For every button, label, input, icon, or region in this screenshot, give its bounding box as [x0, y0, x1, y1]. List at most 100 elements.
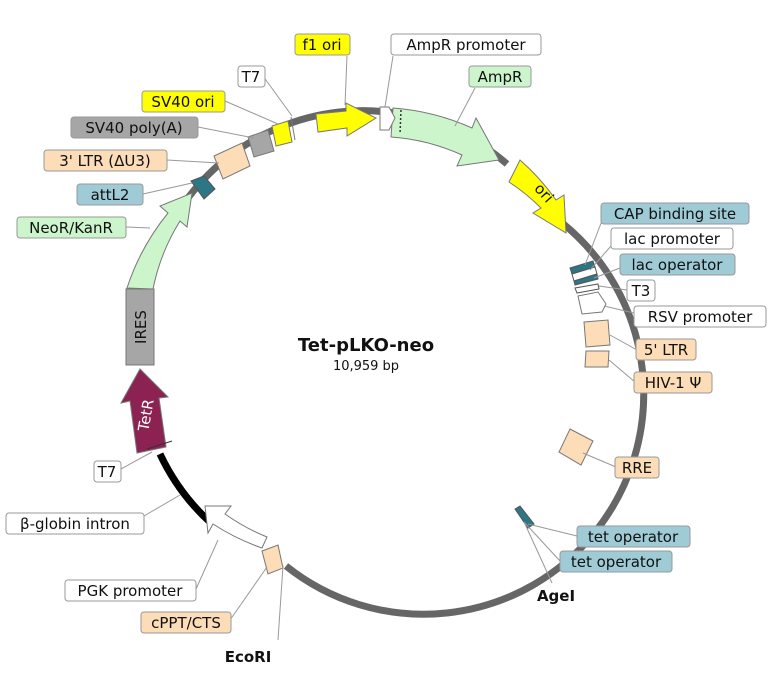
svg-text:T3: T3 — [631, 282, 651, 300]
label-lac-promoter[interactable]: lac promoter — [610, 227, 734, 250]
svg-text:tet operator: tet operator — [571, 553, 662, 571]
leader-ampr — [454, 87, 476, 127]
leader-ltr5 — [609, 334, 638, 351]
ltr5-box — [583, 319, 611, 348]
label-sv40-polya[interactable]: SV40 poly(A) — [70, 116, 199, 139]
ampr-arrow — [390, 107, 500, 167]
leader-attl2 — [142, 182, 193, 195]
plasmid-size: 10,959 bp — [333, 359, 399, 374]
leader-lac-promoter — [589, 245, 612, 271]
svg-text:CAP binding site: CAP binding site — [614, 205, 736, 223]
leader-agei — [524, 523, 553, 584]
svg-text:f1 ori: f1 ori — [302, 36, 341, 54]
label-rre[interactable]: RRE — [614, 456, 660, 479]
tetr-arrow — [120, 368, 170, 454]
f1-ori-arrow — [315, 102, 378, 137]
label-ampr-promoter[interactable]: AmpR promoter — [390, 33, 542, 56]
ampr-promoter-arrow — [379, 106, 396, 131]
svg-text:AgeI: AgeI — [537, 587, 575, 605]
rre-box — [558, 428, 594, 466]
svg-text:β-globin intron: β-globin intron — [20, 515, 130, 533]
leader-rsv-promoter — [603, 305, 635, 314]
leader-ltr3 — [166, 159, 220, 164]
svg-text:attL2: attL2 — [91, 186, 130, 204]
label-t7-left[interactable]: T7 — [93, 460, 122, 483]
label-attl2[interactable]: attL2 — [76, 183, 144, 206]
plasmid-title: Tet-pLKO-neo — [298, 335, 434, 356]
label-pgk-promoter[interactable]: PGK promoter — [64, 579, 197, 602]
leader-sv40-ori — [224, 100, 279, 125]
leader-beta-globin — [143, 494, 181, 517]
label-agei[interactable]: AgeI — [537, 587, 575, 605]
rsv-promoter-arrow — [577, 291, 607, 315]
leader-pgk — [195, 539, 219, 590]
tet-operator-marker — [514, 505, 535, 529]
label-cap-binding-site[interactable]: CAP binding site — [600, 202, 750, 225]
svg-text:NeoR/KanR: NeoR/KanR — [29, 219, 113, 237]
ltr3-box — [213, 142, 251, 180]
label-f1-ori[interactable]: f1 ori — [294, 33, 351, 56]
leader-ecori — [277, 565, 284, 641]
label-t7-top[interactable]: T7 — [237, 65, 266, 88]
svg-text:T7: T7 — [241, 68, 261, 86]
leader-lines — [120, 55, 638, 641]
label-lac-operator[interactable]: lac operator — [619, 253, 736, 276]
svg-text:EcoRI: EcoRI — [225, 648, 272, 666]
label-ltr5[interactable]: 5' LTR — [635, 338, 697, 361]
hiv1-psi-box — [584, 350, 610, 368]
label-cppt-cts[interactable]: cPPT/CTS — [140, 611, 232, 634]
svg-text:tet operator: tet operator — [588, 528, 679, 546]
lac-operator-marker — [573, 273, 599, 286]
ires-box-label: IRES — [132, 310, 150, 344]
svg-text:cPPT/CTS: cPPT/CTS — [151, 614, 221, 632]
ampr-promoter-dash — [399, 109, 402, 135]
sv40-ori-box — [271, 120, 293, 147]
svg-text:AmpR promoter: AmpR promoter — [406, 36, 526, 54]
svg-text:lac promoter: lac promoter — [624, 230, 721, 248]
svg-text:RSV promoter: RSV promoter — [648, 308, 753, 326]
svg-text:3' LTR (ΔU3): 3' LTR (ΔU3) — [59, 152, 151, 170]
label-ltr3[interactable]: 3' LTR (ΔU3) — [43, 149, 168, 172]
leader-rre — [582, 452, 617, 468]
pgk-promoter-arrow — [204, 505, 268, 549]
label-sv40-ori[interactable]: SV40 ori — [141, 90, 226, 113]
leader-cap-binding-site — [584, 217, 604, 266]
svg-text:AmpR: AmpR — [478, 68, 523, 86]
label-ecori[interactable]: EcoRI — [225, 648, 272, 666]
label-rsv-promoter[interactable]: RSV promoter — [633, 305, 767, 328]
leader-tet-operator-2 — [523, 521, 561, 562]
leader-t3 — [598, 285, 628, 291]
leader-t7-left — [120, 451, 153, 470]
attl2-marker — [190, 175, 216, 200]
t7-left-tick — [146, 440, 173, 450]
label-beta-globin-intron[interactable]: β-globin intron — [5, 512, 145, 535]
tetr-arrow-label: TetR — [134, 398, 157, 434]
ori-arrow — [508, 159, 567, 234]
leader-lac-operator — [593, 267, 621, 279]
label-ampr[interactable]: AmpR — [468, 65, 532, 88]
svg-text:HIV-1 Ψ: HIV-1 Ψ — [645, 374, 702, 392]
label-tet-operator-1[interactable]: tet operator — [576, 525, 691, 548]
svg-text:PGK promoter: PGK promoter — [78, 582, 184, 600]
label-neor-kanr[interactable]: NeoR/KanR — [16, 216, 127, 239]
leader-ampr-promoter — [384, 55, 394, 108]
leader-hiv1-psi — [608, 359, 636, 383]
leader-cppt — [229, 566, 268, 621]
svg-text:SV40 poly(A): SV40 poly(A) — [85, 119, 182, 137]
leader-t7-top — [262, 75, 293, 117]
t3-marker — [574, 283, 600, 294]
beta-globin-intron-segment — [156, 452, 215, 527]
label-t3[interactable]: T3 — [626, 279, 656, 302]
svg-text:5' LTR: 5' LTR — [644, 341, 688, 359]
leader-neor-kanr — [125, 226, 151, 229]
neor-kanr-arrow — [126, 192, 193, 290]
label-hiv1-psi[interactable]: HIV-1 Ψ — [633, 371, 713, 394]
svg-text:SV40 ori: SV40 ori — [151, 93, 214, 111]
svg-text:lac operator: lac operator — [632, 256, 724, 274]
leader-tet-operator-1 — [527, 523, 578, 537]
label-tet-operator-2[interactable]: tet operator — [559, 550, 673, 573]
svg-text:RRE: RRE — [622, 459, 652, 477]
ires-box — [125, 288, 155, 366]
svg-text:T7: T7 — [97, 463, 117, 481]
leader-f1-ori — [344, 55, 348, 106]
